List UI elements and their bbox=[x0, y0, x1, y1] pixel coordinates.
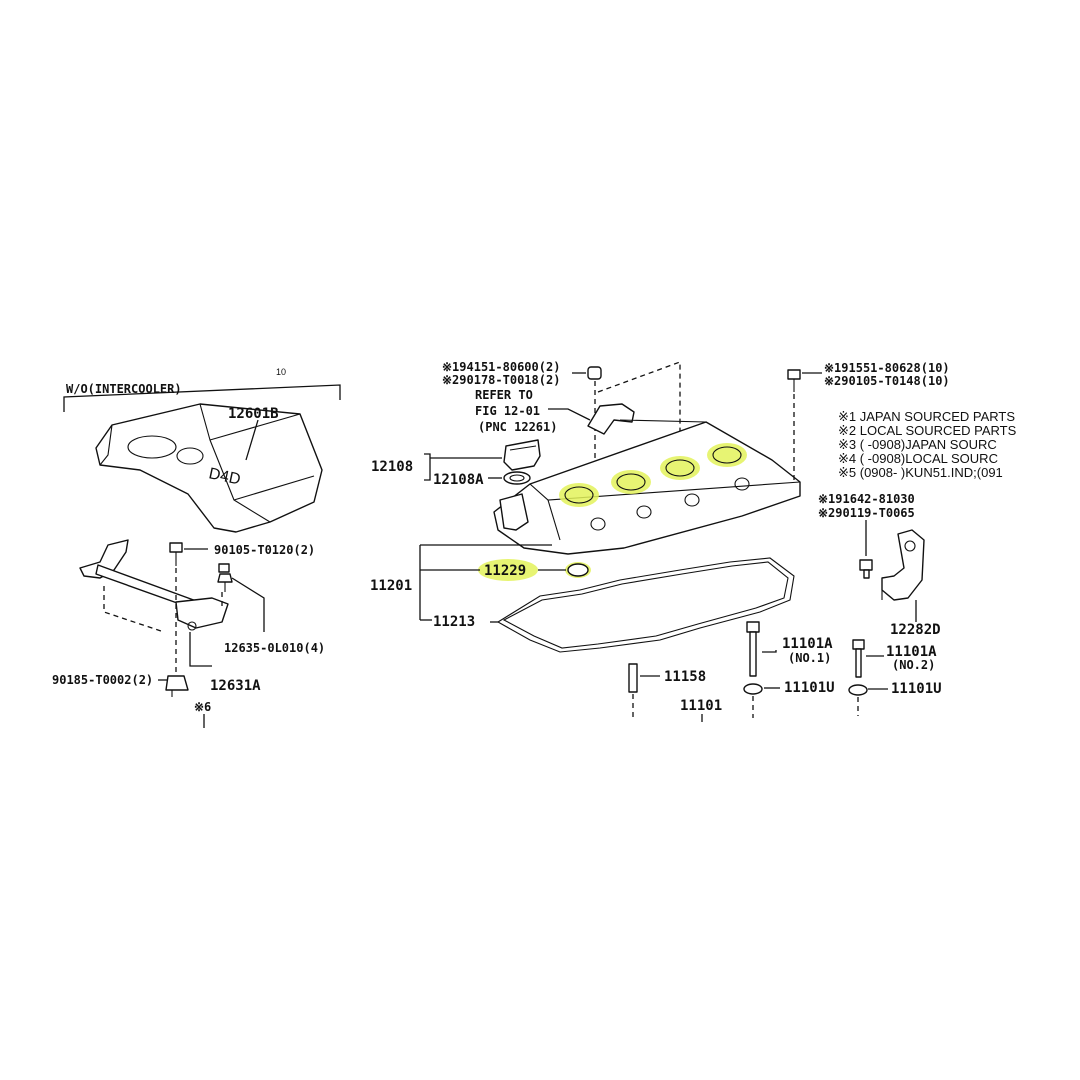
cylinder-head-cover-group: ※194151-80600(2) ※290178-T0018(2) REFER … bbox=[370, 360, 835, 722]
label-12601b: 12601B bbox=[228, 406, 279, 422]
breather-hose-icon bbox=[587, 403, 635, 435]
label-90185: 90185-T0002(2) bbox=[52, 673, 153, 687]
label-12635: 12635-0L010(4) bbox=[224, 641, 325, 655]
label-12282d: 12282D bbox=[890, 622, 941, 638]
legend-item-1: ※1 JAPAN SOURCED PARTS bbox=[838, 409, 1015, 424]
label-191642: ※191642-81030 bbox=[818, 492, 915, 506]
washer-11101u-no1-icon bbox=[743, 683, 763, 695]
head-cover-gasket-11213 bbox=[496, 557, 795, 653]
refer-line-2: FIG 12-01 bbox=[475, 404, 540, 418]
engine-hanger-12282d bbox=[881, 529, 925, 601]
oil-filler-cap-icon bbox=[503, 439, 541, 471]
washer-11101u-no2-icon bbox=[848, 684, 868, 696]
highlight-label-11229 bbox=[478, 559, 538, 581]
label-290178: ※290178-T0018(2) bbox=[442, 373, 560, 387]
bolt-90105-icon bbox=[169, 542, 183, 566]
refer-line-3: (PNC 12261) bbox=[478, 420, 557, 434]
label-194151: ※194151-80600(2) bbox=[442, 360, 560, 374]
cap-gasket-12108a-icon bbox=[503, 471, 531, 485]
label-11101a-no1: 11101A bbox=[782, 636, 833, 652]
label-11158: 11158 bbox=[664, 669, 706, 685]
label-11101a-no2-sub: (NO.2) bbox=[892, 658, 935, 672]
bolt-191642-icon bbox=[859, 559, 873, 579]
head-cover-11201 bbox=[493, 419, 801, 555]
toyota-logo-icon bbox=[176, 447, 204, 465]
label-12108a: 12108A bbox=[433, 472, 484, 488]
legend-item-2: ※2 LOCAL SOURCED PARTS bbox=[838, 423, 1017, 438]
d4d-logo: D4D bbox=[207, 465, 242, 488]
header-bracket bbox=[63, 384, 341, 412]
bolt-11101a-no2-icon bbox=[852, 639, 865, 678]
clip-194151-icon bbox=[587, 366, 602, 380]
label-11101u-no1: 11101U bbox=[784, 680, 835, 696]
legend-item-5: ※5 (0908- )KUN51.IND;(091 bbox=[838, 465, 1003, 480]
legend: ※1 JAPAN SOURCED PARTS ※2 LOCAL SOURCED … bbox=[838, 409, 1017, 480]
stud-11158-icon bbox=[628, 663, 638, 693]
label-11229: 11229 bbox=[484, 563, 526, 579]
stud-12635-icon bbox=[217, 563, 233, 592]
label-290119: ※290119-T0065 bbox=[818, 506, 915, 520]
right-parts-group: ※191551-80628(10) ※290105-T0148(10) ※1 J… bbox=[787, 361, 1017, 716]
label-11101a-no1-sub: (NO.1) bbox=[788, 651, 831, 665]
legend-item-4: ※4 ( -0908)LOCAL SOURC bbox=[838, 451, 998, 466]
label-12631a: 12631A bbox=[210, 678, 261, 694]
label-11213: 11213 bbox=[433, 614, 475, 630]
header-label: W/O(INTERCOOLER) bbox=[66, 382, 182, 396]
header-mark: 10 bbox=[276, 367, 286, 377]
label-191551: ※191551-80628(10) bbox=[824, 361, 950, 375]
label-11101a-no2: 11101A bbox=[886, 644, 937, 660]
bolt-191551-icon bbox=[787, 369, 801, 392]
bolt-11101a-no1-icon bbox=[746, 621, 760, 677]
bracket-12631a bbox=[79, 539, 229, 631]
refer-line-1: REFER TO bbox=[475, 388, 533, 402]
label-12108: 12108 bbox=[371, 459, 413, 475]
engine-cover-12601b: D4D bbox=[95, 403, 323, 533]
note-6: ※6 bbox=[194, 700, 211, 714]
plug-tube-seal-11229-icon bbox=[565, 562, 591, 578]
legend-item-3: ※3 ( -0908)JAPAN SOURC bbox=[838, 437, 997, 452]
label-11201: 11201 bbox=[370, 578, 412, 594]
label-290105: ※290105-T0148(10) bbox=[824, 374, 950, 388]
label-11101: 11101 bbox=[680, 698, 722, 714]
nut-90185-icon bbox=[165, 675, 189, 697]
engine-cover-group: W/O(INTERCOOLER) 10 D4D 12601B bbox=[52, 367, 341, 728]
label-11101u-no2: 11101U bbox=[891, 681, 942, 697]
label-90105: 90105-T0120(2) bbox=[214, 543, 315, 557]
